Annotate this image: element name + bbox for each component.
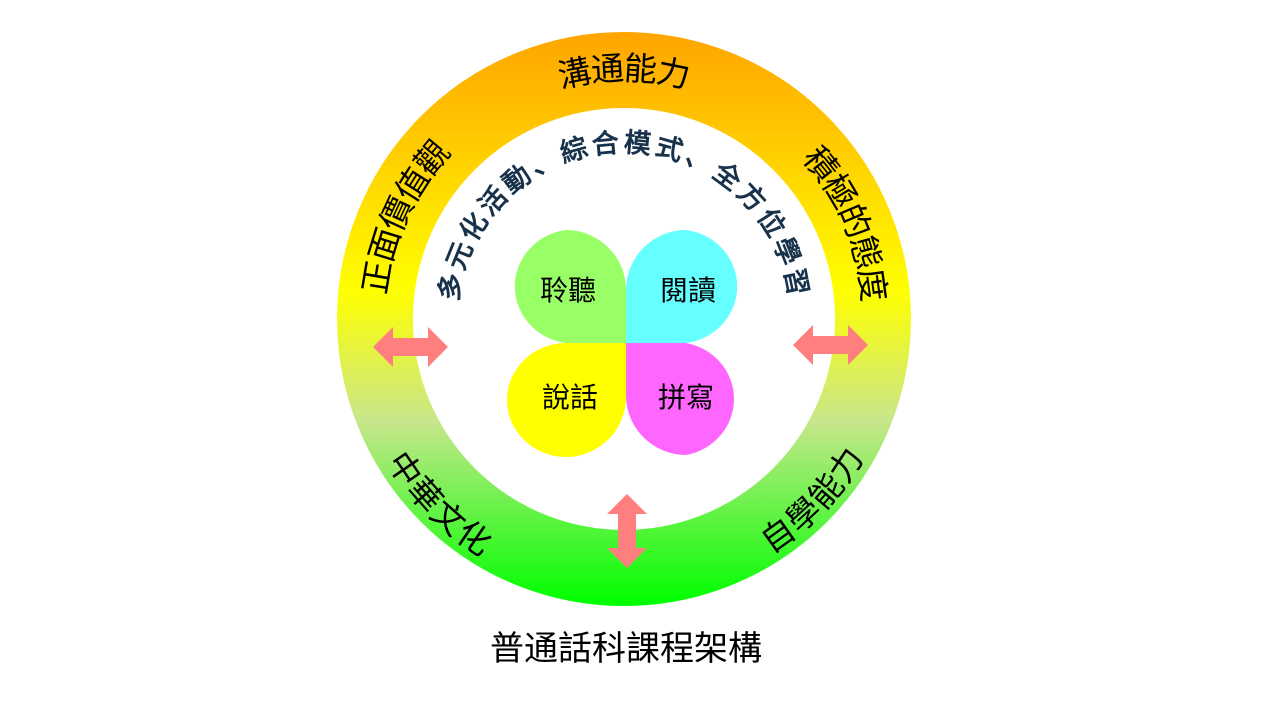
double-arrow-right-icon [793, 325, 868, 365]
leaf-speaking [507, 343, 626, 457]
double-arrow-vertical-icon [607, 494, 647, 568]
leaf-spelling [626, 343, 734, 456]
leaf-reading [626, 230, 738, 343]
diagram-title: 普通話科課程架構 [490, 629, 762, 669]
leaf-label-reading: 閱讀 [660, 274, 716, 307]
leaf-label-listening: 聆聽 [540, 274, 596, 307]
outer-ring [337, 32, 911, 606]
leaf-listening [514, 230, 626, 343]
double-arrow-left-icon [373, 327, 448, 367]
leaf-label-speaking: 說話 [542, 381, 598, 414]
leaf-label-spelling: 拼寫 [658, 381, 714, 414]
